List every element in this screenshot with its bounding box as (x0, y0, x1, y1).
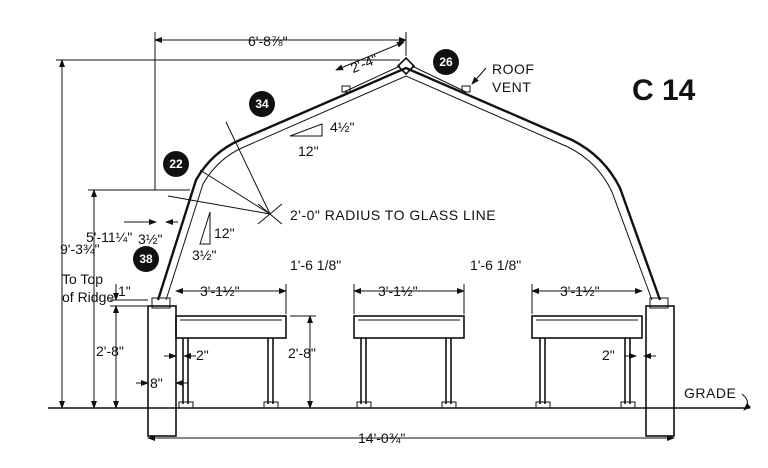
dim-aisle-right: 1'-6 1/8" (470, 257, 521, 273)
dim-wall-pitch-run: 3½" (192, 247, 216, 263)
roof-vent-label-1: ROOF (492, 61, 534, 77)
dim-eave-height: 5'-11¼" (86, 229, 132, 245)
right-foundation-wall (645, 297, 675, 437)
bench-right (531, 315, 643, 409)
callout-38-label: 38 (139, 252, 153, 266)
dim-bench-width-center: 3'-1½" (378, 283, 418, 299)
grade-label: GRADE (684, 385, 736, 401)
dim-bench-width-left: 3'-1½" (200, 283, 240, 299)
roof-vent-label-2: VENT (492, 79, 531, 95)
wall-pitch-triangle (199, 211, 211, 245)
dim-bench-width-right: 3'-1½" (560, 283, 600, 299)
dim-roof-pitch-rise: 4½" (330, 119, 354, 135)
callout-34-label: 34 (255, 97, 269, 111)
dim-base-width: 8" (150, 375, 163, 391)
left-foundation-wall (147, 297, 177, 437)
dim-bench-height: 2'-8" (288, 345, 316, 361)
dim-roof-pitch-run: 12" (298, 143, 319, 159)
roof-frame (156, 66, 662, 301)
ridge-label-2: of Ridge (62, 289, 114, 305)
dim-wall-offset: 3½" (138, 231, 162, 247)
callout-34: 34 (249, 91, 275, 117)
dim-base-top: 1" (118, 283, 131, 299)
radius-construction (167, 121, 283, 225)
roof-pitch-triangle (289, 123, 323, 137)
callout-22-label: 22 (169, 157, 183, 171)
dim-top-width: 6'-8⅞" (248, 33, 288, 49)
radius-note: 2'-0" RADIUS TO GLASS LINE (290, 207, 496, 223)
dim-aisle-left: 1'-6 1/8" (290, 257, 341, 273)
callout-38: 38 (133, 246, 159, 272)
dim-gap-left: 2" (196, 347, 209, 363)
ridge-label-1: To Top (62, 271, 103, 287)
callout-26-label: 26 (439, 55, 453, 69)
dim-wall-height: 2'-8" (96, 343, 124, 359)
dim-overall-width: 14'-0¾" (358, 430, 405, 446)
dim-vent-width: 2'-4" (348, 51, 380, 76)
drawing-id: C 14 (632, 74, 696, 107)
bench-left (175, 315, 287, 409)
dim-gap-right: 2" (602, 347, 615, 363)
dim-ridge-height: 9'-3¾" (60, 241, 100, 257)
bench-center (353, 315, 465, 409)
callout-26: 26 (433, 49, 459, 75)
dimension-lines (56, 32, 752, 441)
dim-wall-pitch-rise: 12" (214, 225, 235, 241)
callout-22: 22 (163, 151, 189, 177)
